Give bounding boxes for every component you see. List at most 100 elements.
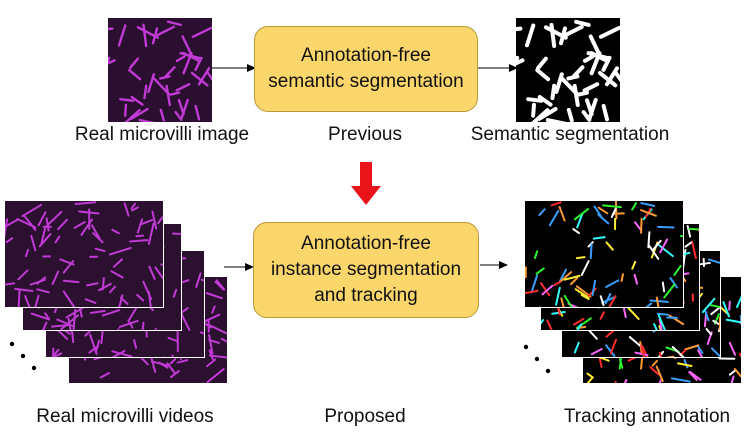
rod-segment [728,341,737,356]
rod-segment [112,258,123,268]
rod-segment [613,69,620,83]
rod-segment [658,318,663,330]
rod-segment [158,361,169,369]
rod-segment [205,292,223,300]
rod-segment [657,314,666,330]
rod-segment [108,59,116,65]
rod-segment [586,51,611,61]
rod-segment [631,202,638,211]
rod-segment [549,22,557,49]
rod-segment [539,282,551,297]
rod-segment [605,241,614,251]
rod-segment [202,313,221,323]
rod-segment [147,290,152,307]
rod-segment [142,23,148,48]
rod-segment [658,351,663,357]
rod-segment [597,213,610,225]
rod-segment [608,295,617,307]
rod-segment [169,358,177,365]
rod-segment [541,284,554,296]
rod-segment [129,239,149,243]
semantic-method-line-2: semantic segmentation [268,71,464,92]
rod-segment [661,281,666,293]
rod-segment [728,300,731,311]
rod-segment [728,369,736,376]
tracking-frame-1 [524,200,684,308]
rod-segment [576,90,589,97]
rod-segment [208,354,227,359]
rod-segment [108,285,117,294]
rod-segment [705,327,712,336]
rod-segment [572,317,585,326]
rod-segment [580,260,590,277]
rod-segment [90,224,101,240]
rod-segment [42,321,48,330]
rod-segment [550,201,562,207]
rod-segment [538,208,546,217]
rod-segment [701,297,716,314]
rod-segment [36,288,50,294]
rod-segment [138,118,155,122]
rod-segment [641,344,649,357]
rod-segment [73,221,86,229]
rod-segment [118,319,139,328]
arrow-semantic-to-output [478,62,518,74]
rod-segment [191,26,212,39]
rod-segment [739,321,741,325]
rod-segment [174,110,183,122]
rod-segment [575,285,592,298]
rod-segment [206,368,225,383]
rod-segment [38,233,52,248]
rod-segment [712,319,720,325]
rod-segment [558,205,566,222]
rod-segment [99,372,111,379]
rod-segment [194,104,201,121]
rod-segment [639,209,657,217]
rod-segment [516,58,525,66]
ellipsis-dots-left [8,340,42,374]
rod-segment [598,25,620,39]
down-arrow-icon [351,162,381,206]
rod-segment [89,310,106,314]
rod-segment [573,208,590,221]
tracking-annotation-label: Tracking annotation [563,406,731,427]
rod-segment [535,267,545,275]
rod-segment [5,282,16,286]
rod-segment [51,348,60,357]
rod-segment [151,210,158,230]
rod-segment [599,311,605,320]
rod-segment [555,286,561,306]
real-microvilli-videos-label: Real microvilli videos [36,406,214,427]
rod-segment [563,274,581,281]
rod-segment [159,108,165,122]
rod-segment [640,344,645,357]
rod-segment [683,359,689,369]
rod-segment [111,350,133,357]
rod-segment [147,222,155,245]
rod-segment [658,325,662,330]
rod-segment [526,97,544,103]
rod-segment [597,206,609,215]
rod-segment [29,278,46,286]
instance-method-line-3: and tracking [314,285,418,306]
rod-segment [591,279,597,297]
rod-segment [200,278,204,282]
rod-segment [686,224,692,238]
rod-segment [656,312,669,316]
rod-segment [560,297,565,307]
rod-segment [136,26,159,39]
rod-segment [5,218,19,228]
rod-segment [51,270,60,286]
rod-segment [707,258,720,264]
rod-segment [582,54,595,63]
real-microvilli-image [108,18,212,122]
rod-segment [691,240,697,260]
instance-method-line-1: Annotation-free [301,233,431,254]
rod-segment [722,301,731,318]
rod-segment [585,98,594,116]
rod-segment [730,375,735,383]
rod-segment [738,352,741,358]
rod-segment [108,56,111,64]
rod-segment [130,202,137,210]
rod-segment [108,27,114,31]
